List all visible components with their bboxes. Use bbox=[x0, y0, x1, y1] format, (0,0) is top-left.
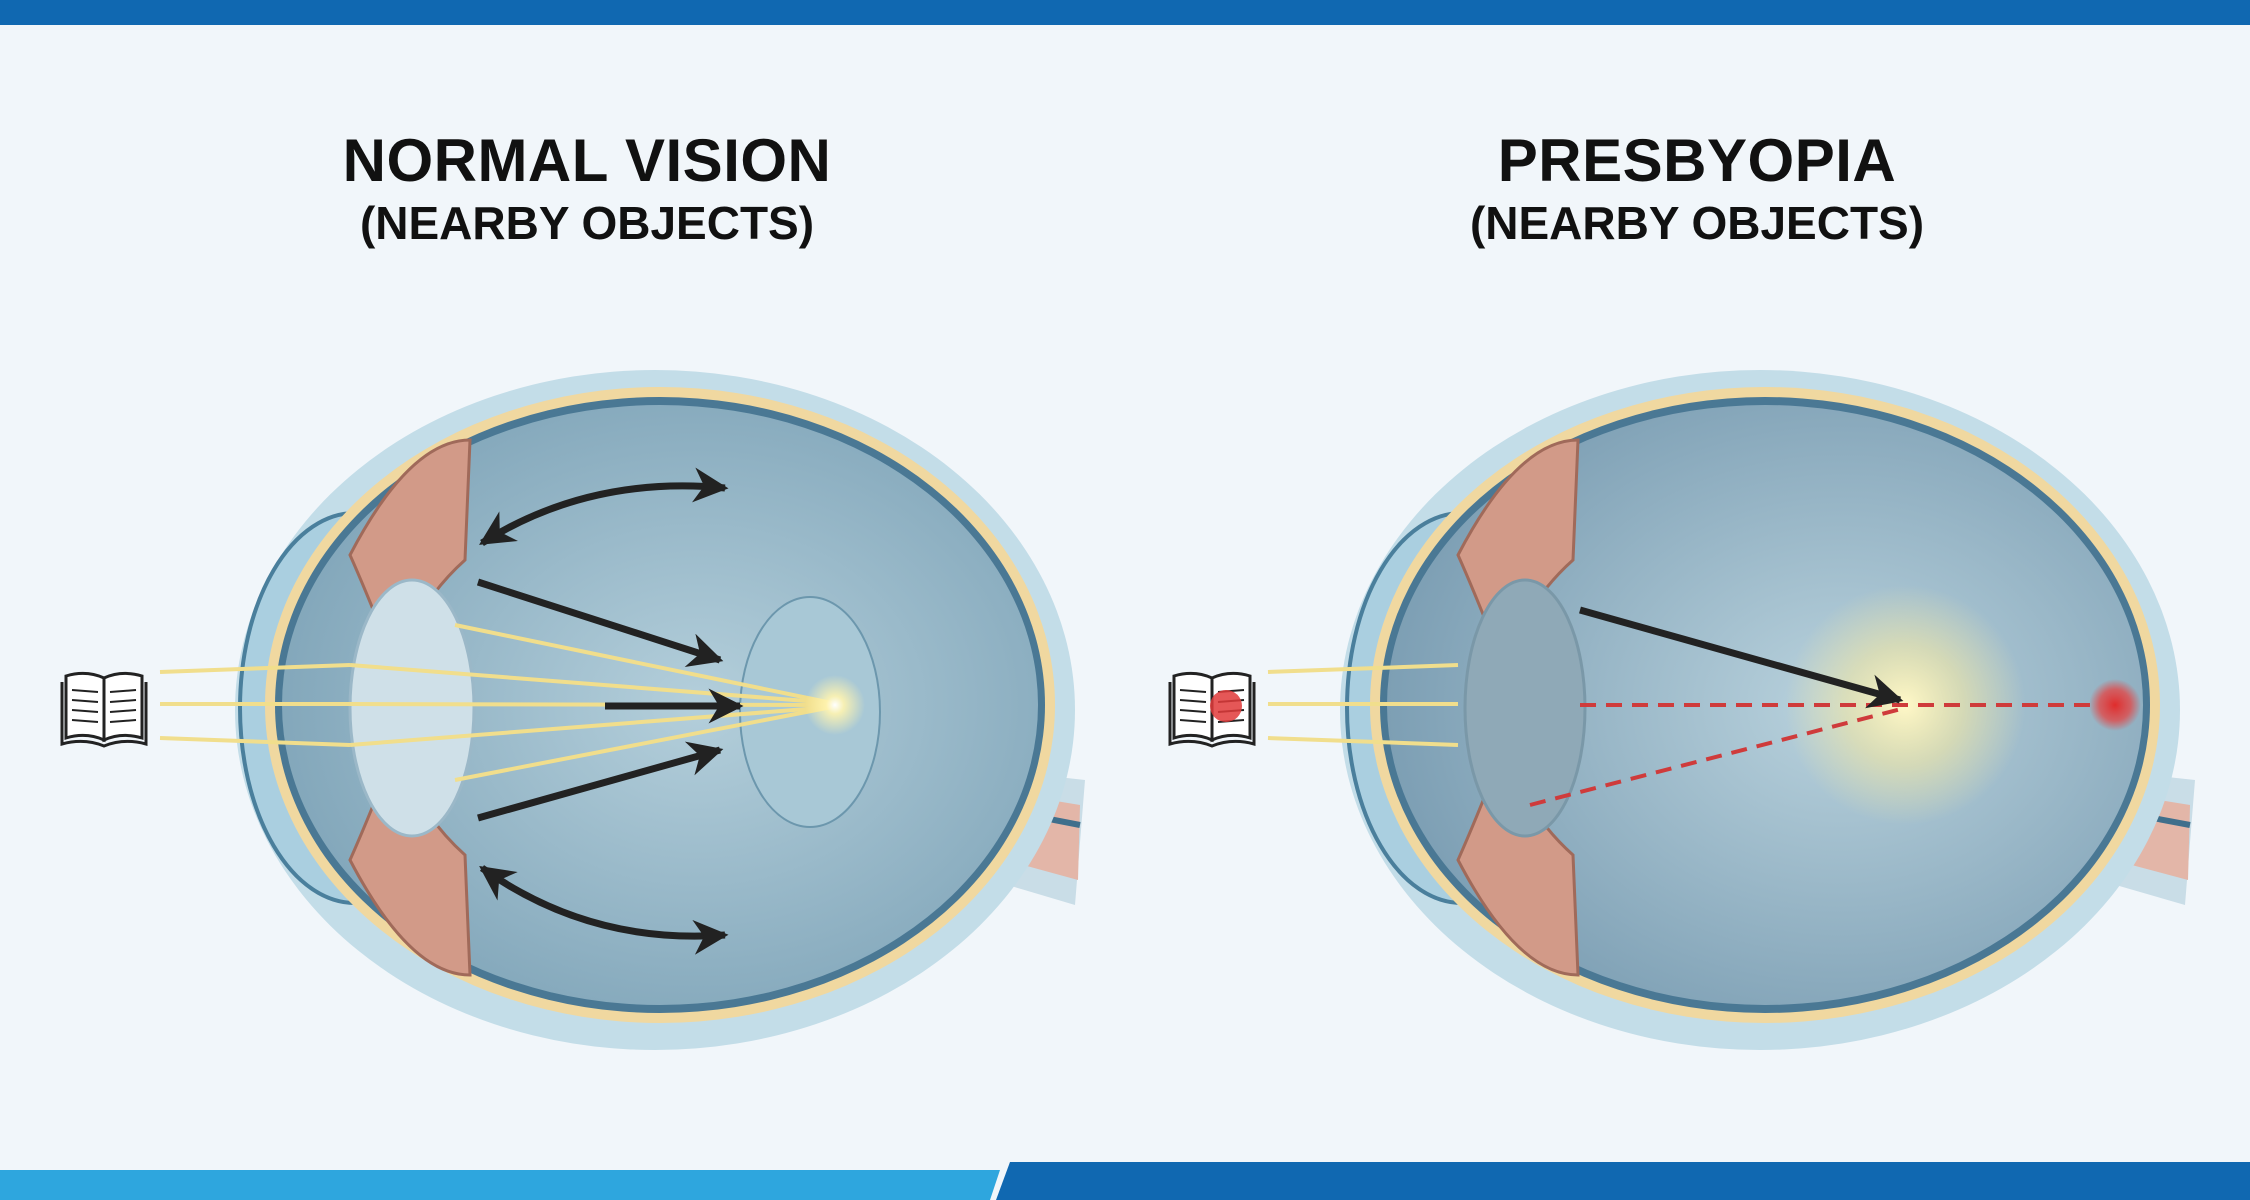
normal-eye bbox=[235, 370, 1085, 1050]
adjust-arrow-icon bbox=[477, 741, 724, 822]
normal-vision-heading: NORMAL VISION (NEARBY OBJECTS) bbox=[237, 128, 937, 252]
presbyopia-light-rays bbox=[1267, 663, 1459, 747]
presbyopia-heading: PRESBYOPIA (NEARBY OBJECTS) bbox=[1347, 128, 2047, 252]
adjust-arrow-icon bbox=[479, 865, 729, 955]
open-book-icon bbox=[1168, 671, 1256, 748]
lens bbox=[1463, 578, 1587, 838]
focus-point-icon bbox=[805, 675, 865, 735]
bottom-bar-dark bbox=[996, 1162, 2250, 1200]
normal-vision-subtitle: (NEARBY OBJECTS) bbox=[359, 197, 815, 249]
lens bbox=[348, 578, 476, 838]
presbyopia-title: PRESBYOPIA bbox=[1497, 127, 1897, 194]
presbyopia-subtitle: (NEARBY OBJECTS) bbox=[1469, 197, 1925, 249]
normal-vision-title: NORMAL VISION bbox=[342, 127, 832, 194]
normal-adjust-arrows bbox=[476, 467, 744, 955]
presbyopia-eye bbox=[1340, 370, 2195, 1050]
adjust-arrow-icon bbox=[479, 467, 729, 546]
focus-error-lines bbox=[1529, 703, 2100, 807]
blur-spot-icon bbox=[1210, 690, 1242, 722]
adjust-arrow-icon bbox=[1579, 606, 1904, 709]
normal-light-rays bbox=[159, 623, 833, 782]
open-book-icon bbox=[60, 671, 148, 748]
bottom-banner bbox=[0, 1162, 2250, 1200]
adjust-arrow-icon bbox=[476, 578, 724, 667]
top-banner-bar bbox=[0, 0, 2250, 25]
bottom-bar-light bbox=[0, 1170, 1000, 1200]
blur-spot-icon bbox=[2089, 679, 2141, 731]
